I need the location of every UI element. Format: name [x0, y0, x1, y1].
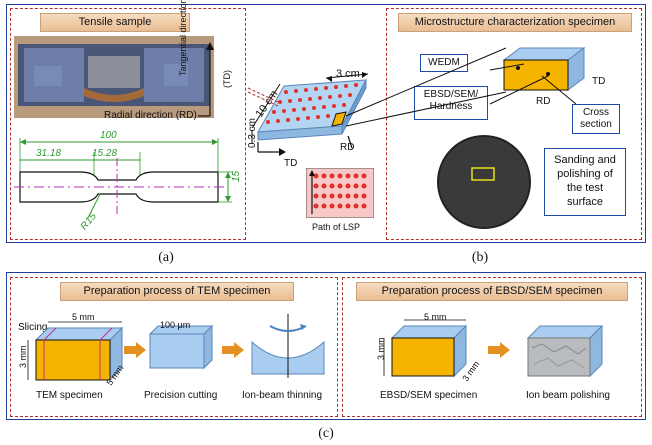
ion-thinning-block — [251, 314, 325, 378]
ebsd-specimen-block — [383, 319, 468, 378]
plate-td-label: TD — [284, 158, 298, 169]
ebsd-dim-w: 5 mm — [424, 312, 447, 322]
ebsd-step1-label: EBSD/SEM specimen — [380, 390, 478, 401]
tem-step1-label: TEM specimen — [36, 390, 103, 401]
sanding-line-3: the test — [566, 182, 604, 194]
tem-arrow-2 — [222, 342, 244, 358]
ebsd-panel-frame — [342, 277, 642, 417]
top-figure-frame — [6, 4, 646, 243]
panel-b-frame — [386, 8, 642, 240]
dim-mid: 15.28 — [92, 148, 118, 159]
tem-arrow-1 — [124, 342, 146, 358]
lsp-plate-diagram — [251, 72, 369, 156]
tangential-direction-label: Tangential direction — [178, 0, 188, 76]
plate-width-label: 3 cm — [336, 68, 360, 80]
tem-dim-h: 3 mm — [18, 345, 28, 369]
microstructure-cube — [502, 47, 586, 91]
radial-direction-label: Radial direction (RD) — [104, 110, 197, 121]
polished-disc — [437, 135, 531, 229]
panel-b-title: Microstructure characterization specimen — [398, 13, 632, 32]
panel-a-connector-arrow — [247, 87, 279, 107]
tem-step3-label: Ion-beam thinning — [242, 390, 323, 401]
cross-line-1: Cross — [582, 107, 610, 118]
ebsd-line-1: EBSD/SEM/ — [423, 89, 479, 100]
cube-rd-label: RD — [536, 96, 551, 107]
ion-polished-block — [526, 324, 604, 378]
ebsd-line-2: Hardness — [429, 101, 473, 112]
plate-thickness-label: 0.3 cm — [247, 117, 258, 148]
tem-step2-label: Precision cutting — [144, 390, 218, 401]
cross-line-2: section — [580, 119, 612, 130]
sanding-line-2: polishing of — [557, 168, 613, 180]
dim-height: 15 — [231, 170, 242, 182]
bottom-figure-frame — [6, 272, 646, 420]
tensile-drawing — [14, 138, 232, 219]
plate-rd-label: RD — [340, 142, 355, 153]
tem-specimen-block — [27, 321, 124, 382]
cross-section-box: Cross section — [572, 104, 620, 134]
ebsd-step2-label: Ion beam polishing — [526, 390, 610, 401]
tem-dim-w: 5 mm — [72, 312, 95, 322]
slicing-label: Slicing — [18, 322, 48, 333]
panel-a-title: Tensile sample — [40, 13, 190, 32]
dim-total: 100 — [100, 130, 117, 141]
ebsd-dim-h: 3 mm — [376, 337, 386, 361]
lsp-path-label: Path of LSP — [312, 222, 361, 232]
leader-lines — [345, 47, 577, 127]
dim-left: 31.18 — [36, 148, 62, 159]
sanding-box: Sanding and polishing of the test surfac… — [544, 148, 626, 216]
caption-a: (a) — [158, 250, 174, 265]
tem-panel-frame — [10, 277, 338, 417]
td-label-vertical: (TD) — [222, 70, 232, 88]
caption-c: (c) — [318, 426, 334, 441]
caption-b: (b) — [471, 250, 489, 265]
wedm-box: WEDM — [420, 54, 468, 72]
lsp-path-inset — [306, 168, 374, 218]
ebsd-box: EBSD/SEM/ Hardness — [414, 86, 488, 120]
ebsd-panel-title: Preparation process of EBSD/SEM specimen — [356, 282, 628, 301]
sanding-line-4: surface — [566, 196, 604, 208]
cube-td-label: TD — [592, 76, 606, 87]
rd-td-axis-arrows — [198, 42, 214, 117]
tem-dim-thin: 100 μm — [160, 320, 191, 330]
ebsd-arrow — [488, 342, 510, 358]
sanding-line-1: Sanding and — [554, 154, 616, 166]
precision-cutting-block — [148, 324, 214, 370]
tensile-sample-photo — [14, 36, 214, 118]
panel-a-frame — [10, 8, 246, 240]
tem-panel-title: Preparation process of TEM specimen — [60, 282, 294, 301]
